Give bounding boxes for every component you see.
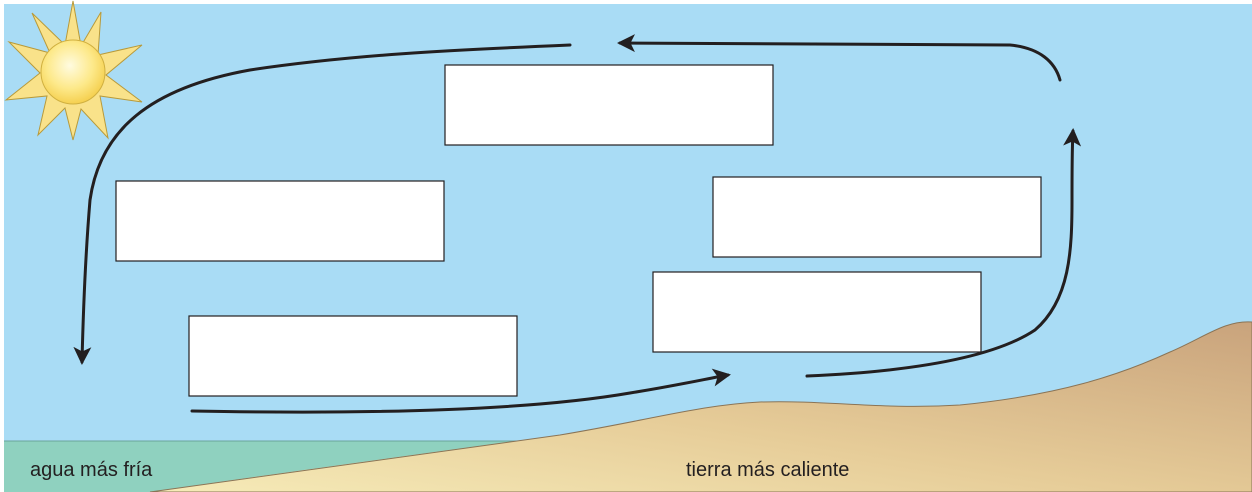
arrow-icon — [617, 34, 1062, 82]
land-area — [149, 321, 1252, 492]
arrow-icon — [73, 43, 572, 365]
answer-box-left-lower[interactable] — [188, 315, 518, 397]
water-label: agua más fría — [30, 459, 153, 481]
arrow-icon — [190, 368, 731, 414]
answer-box-top[interactable] — [444, 64, 774, 146]
answer-box-right-upper[interactable] — [712, 176, 1042, 258]
sun-icon — [4, 0, 143, 141]
answer-box-left-upper[interactable] — [115, 180, 445, 262]
arrow-icon — [805, 128, 1082, 378]
answer-box-right-lower[interactable] — [652, 271, 982, 353]
land-label: tierra más caliente — [686, 459, 849, 481]
